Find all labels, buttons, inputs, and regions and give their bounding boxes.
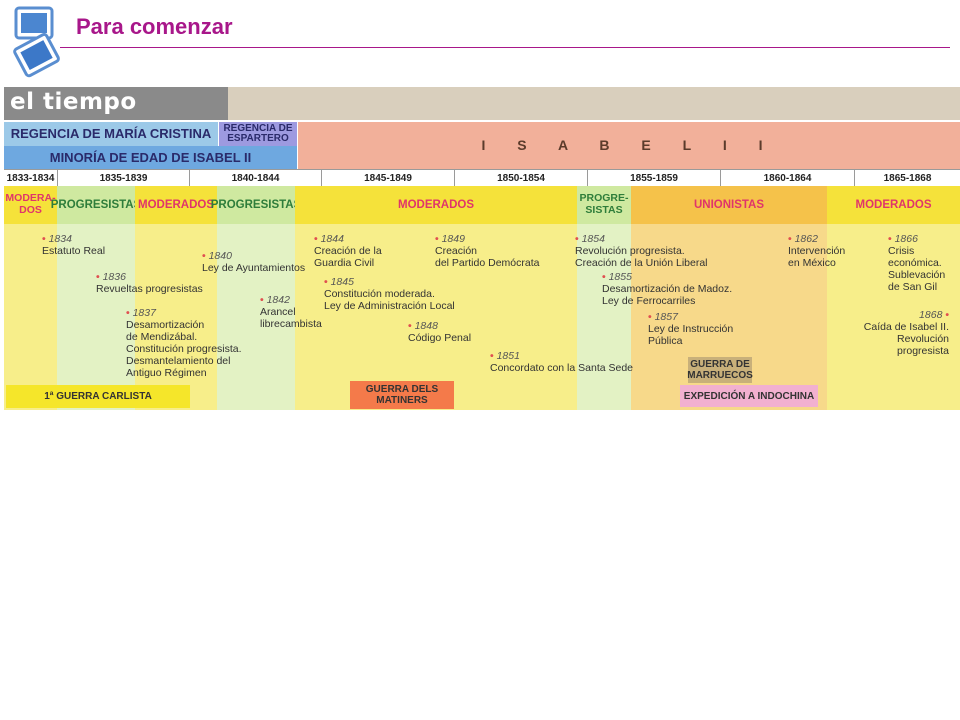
party-header: PROGRESISTAS (211, 186, 301, 224)
party-header: PROGRESISTAS (51, 186, 141, 224)
war-bar: GUERRA DELS MATINERS (350, 381, 454, 409)
party-header: MODERA-DOS (4, 186, 57, 224)
timeline-figure: el tiempo REGENCIA DE MARÍA CRISTINA REG… (4, 87, 960, 410)
band-minoria-isabel: MINORÍA DE EDAD DE ISABEL II (4, 146, 297, 169)
year-cell: 1865-1868 (883, 173, 932, 184)
year-cell: 1833-1834 (4, 170, 58, 187)
year-cell: 1840-1844 (190, 170, 322, 187)
year-cell: 1855-1859 (588, 170, 721, 187)
year-cell: 1860-1864 (721, 170, 855, 187)
war-bar: EXPEDICIÓN A INDOCHINA (680, 385, 818, 407)
war-bar: GUERRA DE MARRUECOS (687, 357, 753, 383)
slide-logo-icon (13, 6, 60, 78)
timeline-header: el tiempo (4, 87, 228, 120)
timeline-header-label: el tiempo (10, 89, 137, 115)
band-regencia-maria-cristina: REGENCIA DE MARÍA CRISTINA (4, 122, 218, 146)
party-header: PROGRE-SISTAS (577, 186, 631, 224)
party-header: MODERADOS (295, 186, 577, 224)
slide-title: Para comenzar (76, 14, 233, 39)
year-cell: 1850-1854 (455, 170, 588, 187)
party-header: MODERADOS (135, 186, 217, 224)
band-isabel-ii: I S A B E L I I (298, 122, 960, 169)
band-regencia-espartero: REGENCIA DE ESPARTERO (219, 122, 297, 146)
year-cell: 1835-1839 (58, 170, 190, 187)
year-cell: 1845-1849 (322, 170, 455, 187)
title-divider (60, 47, 950, 48)
party-header: MODERADOS (827, 186, 960, 224)
war-bar: 1ª GUERRA CARLISTA (6, 385, 190, 408)
party-header: UNIONISTAS (631, 186, 827, 224)
years-row: 1833-1834 1835-1839 1840-1844 1845-1849 … (4, 169, 960, 188)
